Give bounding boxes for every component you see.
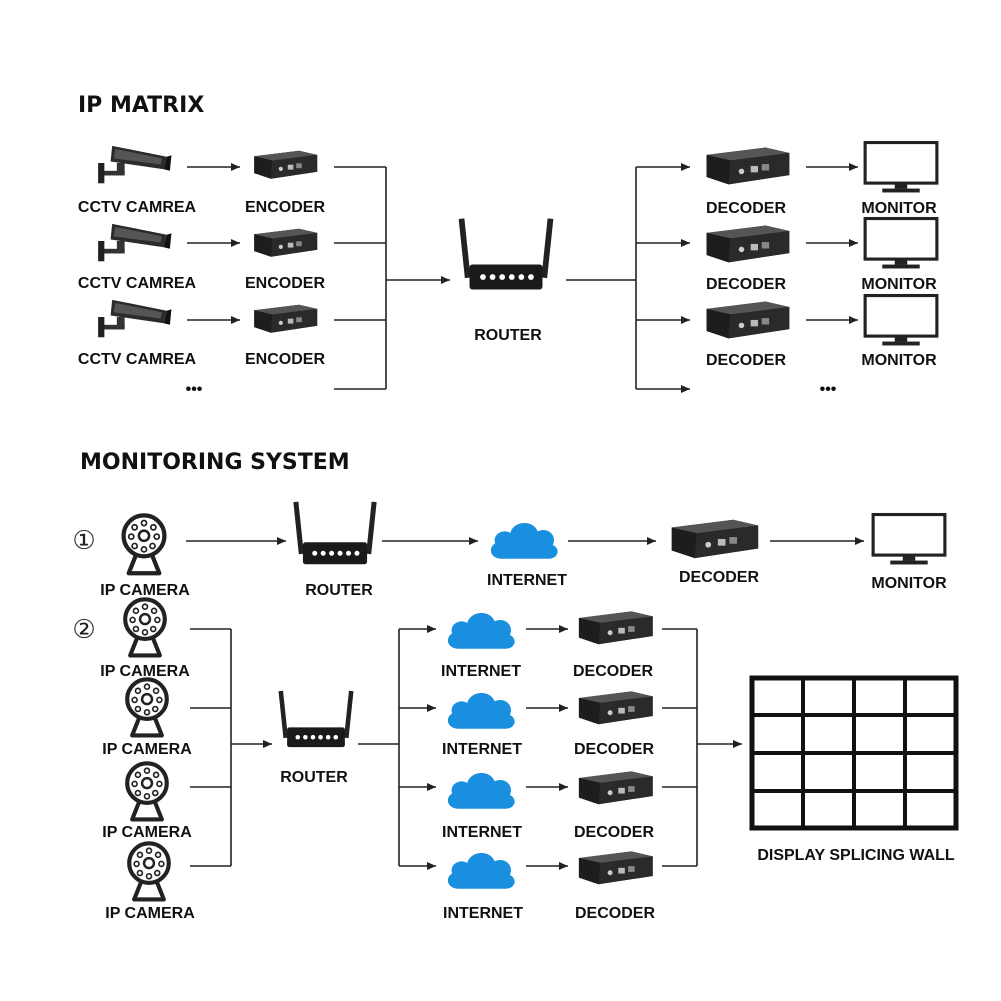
ip-camera-label: IP CAMERA [100,582,190,599]
matrix-output-row-2: DECODER MONITOR [706,216,939,293]
internet-label: INTERNET [441,663,521,680]
matrix-output-row-1: DECODER MONITOR [706,140,939,217]
encoder-icon [254,228,318,257]
scenario-1-number: ① [72,526,95,556]
monitoring-system-title: MONITORING SYSTEM [80,450,350,475]
matrix-right-bus [566,163,690,393]
cctv-camera-label: CCTV CAMREA [78,351,197,368]
cloud-icon [447,693,515,729]
matrix-row-2: CCTV CAMREA ENCODER [78,223,325,292]
internet-label: INTERNET [442,741,522,758]
decoder-label: DECODER [706,276,786,293]
scenario-1: ① IP CAMERA ROUTER INTERNET DECODER MONI… [72,501,947,599]
ip-camera-label: IP CAMERA [100,663,190,680]
cloud-icon [490,523,558,559]
cloud-icon [447,773,515,809]
cloud-icon [447,613,515,649]
monitor-label: MONITOR [861,200,937,217]
video-wall-icon [749,675,959,831]
router-icon [293,501,377,565]
monitor-icon [863,216,939,271]
decoder-label: DECODER [575,905,655,922]
cctv-camera-icon [98,223,172,262]
ip-matrix-title: IP MATRIX [78,93,204,118]
decoder-icon [578,851,653,885]
decoder-label: DECODER [679,569,759,586]
decoder-icon [578,611,653,645]
matrix-row-1: CCTV CAMREA ENCODER [78,145,325,216]
monitor-label: MONITOR [861,276,937,293]
ip-camera-icon [127,679,167,735]
decoder-icon [706,225,790,263]
matrix-output-row-3: DECODER MONITOR [706,293,939,369]
scenario-2-number: ② [72,615,95,645]
display-wall-label: DISPLAY SPLICING WALL [757,847,955,864]
ip-camera-icon [125,599,165,655]
scenario-2-row-1: INTERNET DECODER [441,611,653,680]
cctv-camera-icon [98,299,172,338]
decoder-label: DECODER [706,352,786,369]
monitor-icon [863,140,939,195]
cctv-camera-label: CCTV CAMREA [78,199,197,216]
decoders-bus [662,628,698,867]
cameras-bus [190,628,232,867]
scenario-1-router-label: ROUTER [305,582,373,599]
ip-camera-icon [129,843,169,899]
internet-label: INTERNET [443,905,523,922]
cctv-camera-label: CCTV CAMREA [78,275,197,292]
monitor-label: MONITOR [861,352,937,369]
decoder-icon [706,147,790,185]
cctv-camera-icon [98,145,172,184]
scenario-2-row-3: INTERNET DECODER [442,771,654,841]
decoder-label: DECODER [574,824,654,841]
ip-camera-icon [124,515,165,573]
ip-camera-label: IP CAMERA [102,824,192,841]
encoder-label: ENCODER [245,351,325,368]
internet-label: INTERNET [442,824,522,841]
monitor-label: MONITOR [871,575,947,592]
decoder-icon [578,771,653,805]
encoder-icon [254,150,318,179]
ip-camera-icon [127,763,167,819]
router-icon [278,690,354,748]
router-icon [458,218,554,290]
decoder-icon [671,519,759,559]
scenario-2-row-4: INTERNET DECODER [443,851,655,922]
encoder-label: ENCODER [245,199,325,216]
more-outputs-ellipsis: ••• [820,381,837,398]
monitor-icon [871,512,947,567]
encoder-icon [254,304,318,333]
ip-camera-label: IP CAMERA [102,741,192,758]
matrix-row-3: CCTV CAMREA ENCODER [78,299,325,368]
decoder-icon [706,301,790,339]
encoder-label: ENCODER [245,275,325,292]
scenario-2: ② IP CAMERA IP CAMERA IP CAMERA IP CAMER… [72,599,959,922]
decoder-icon [578,691,653,725]
scenario-2-row-2: INTERNET DECODER [442,691,654,758]
decoder-label: DECODER [573,663,653,680]
matrix-left-bus [334,166,450,390]
decoder-label: DECODER [706,200,786,217]
more-cameras-ellipsis: ••• [186,381,203,398]
matrix-router-label: ROUTER [474,327,542,344]
decoder-label: DECODER [574,741,654,758]
internet-label: INTERNET [487,572,567,589]
ip-camera-label: IP CAMERA [105,905,195,922]
cloud-icon [447,853,515,889]
scenario-2-router-label: ROUTER [280,769,348,786]
monitor-icon [863,293,939,348]
